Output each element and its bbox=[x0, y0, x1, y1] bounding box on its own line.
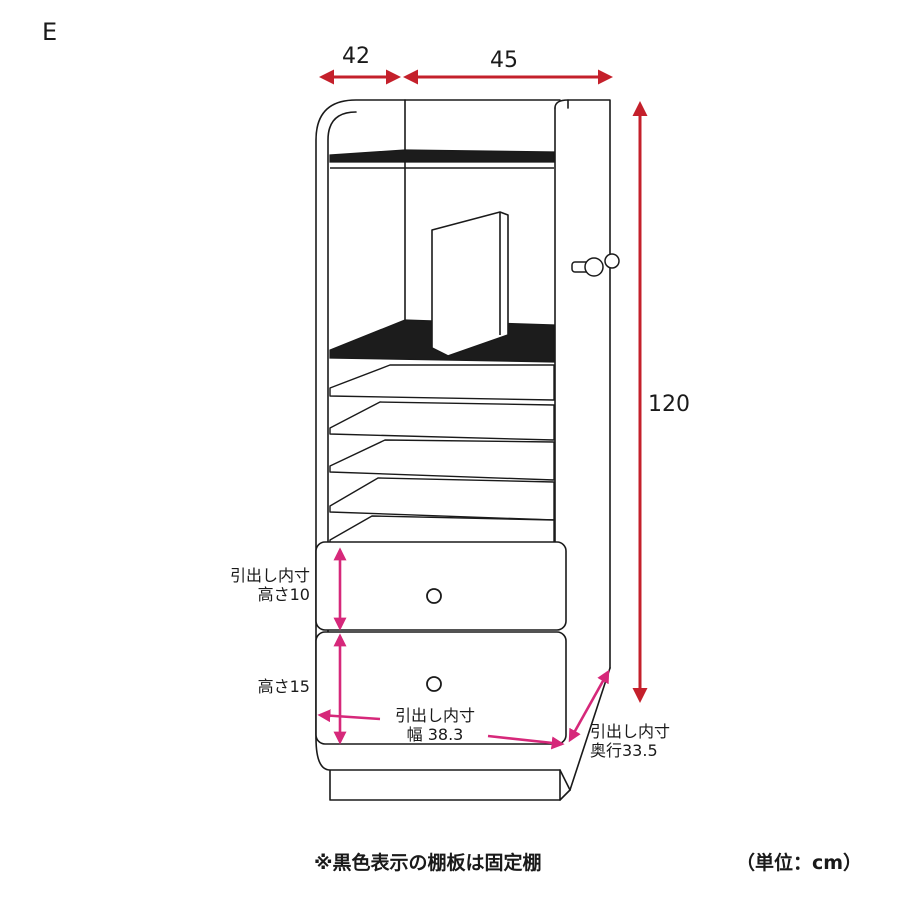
drawer-depth-arrow bbox=[568, 669, 610, 743]
drawer-depth-label: 引出し内寸 奥行33.5 bbox=[590, 722, 670, 760]
width-right-label: 45 bbox=[490, 48, 518, 73]
lower-drawer bbox=[315, 631, 567, 745]
tray-2 bbox=[329, 401, 555, 441]
side-hook-knob bbox=[584, 257, 604, 277]
upper-drawer-label-line2: 高さ10 bbox=[257, 585, 310, 604]
tray-4 bbox=[329, 477, 555, 521]
drawer-depth-label-line2: 奥行33.5 bbox=[590, 741, 658, 760]
drawer-width-label: 引出し内寸 幅 38.3 bbox=[382, 706, 488, 744]
lower-drawer-knob bbox=[426, 676, 442, 692]
tray-3 bbox=[329, 439, 555, 481]
lower-drawer-label: 高さ15 bbox=[257, 677, 310, 696]
drawer-width-arrow-right bbox=[487, 734, 565, 750]
upper-drawer bbox=[315, 541, 567, 631]
upper-drawer-knob bbox=[426, 588, 442, 604]
drawer-width-arrow-left bbox=[317, 709, 381, 723]
fixed-shelf-top bbox=[329, 149, 555, 163]
height-label: 120 bbox=[648, 392, 690, 417]
base-kickplate bbox=[315, 737, 561, 801]
drawer-width-label-line2: 幅 38.3 bbox=[406, 725, 464, 744]
bookend-divider bbox=[431, 211, 509, 357]
drawer-depth-label-line1: 引出し内寸 bbox=[590, 722, 671, 741]
figure-letter: E bbox=[42, 18, 58, 46]
drawer-width-label-line1: 引出し内寸 bbox=[394, 706, 475, 725]
width-left-label: 42 bbox=[342, 44, 370, 69]
left-side-panel bbox=[315, 99, 406, 739]
upper-drawer-label: 引出し内寸 高さ10 bbox=[220, 566, 310, 604]
unit-label: （単位：cm） bbox=[736, 852, 863, 874]
tray-1 bbox=[329, 364, 555, 401]
upper-drawer-label-line1: 引出し内寸 bbox=[229, 566, 310, 585]
footnote: ※黒色表示の棚板は固定棚 bbox=[314, 852, 542, 874]
